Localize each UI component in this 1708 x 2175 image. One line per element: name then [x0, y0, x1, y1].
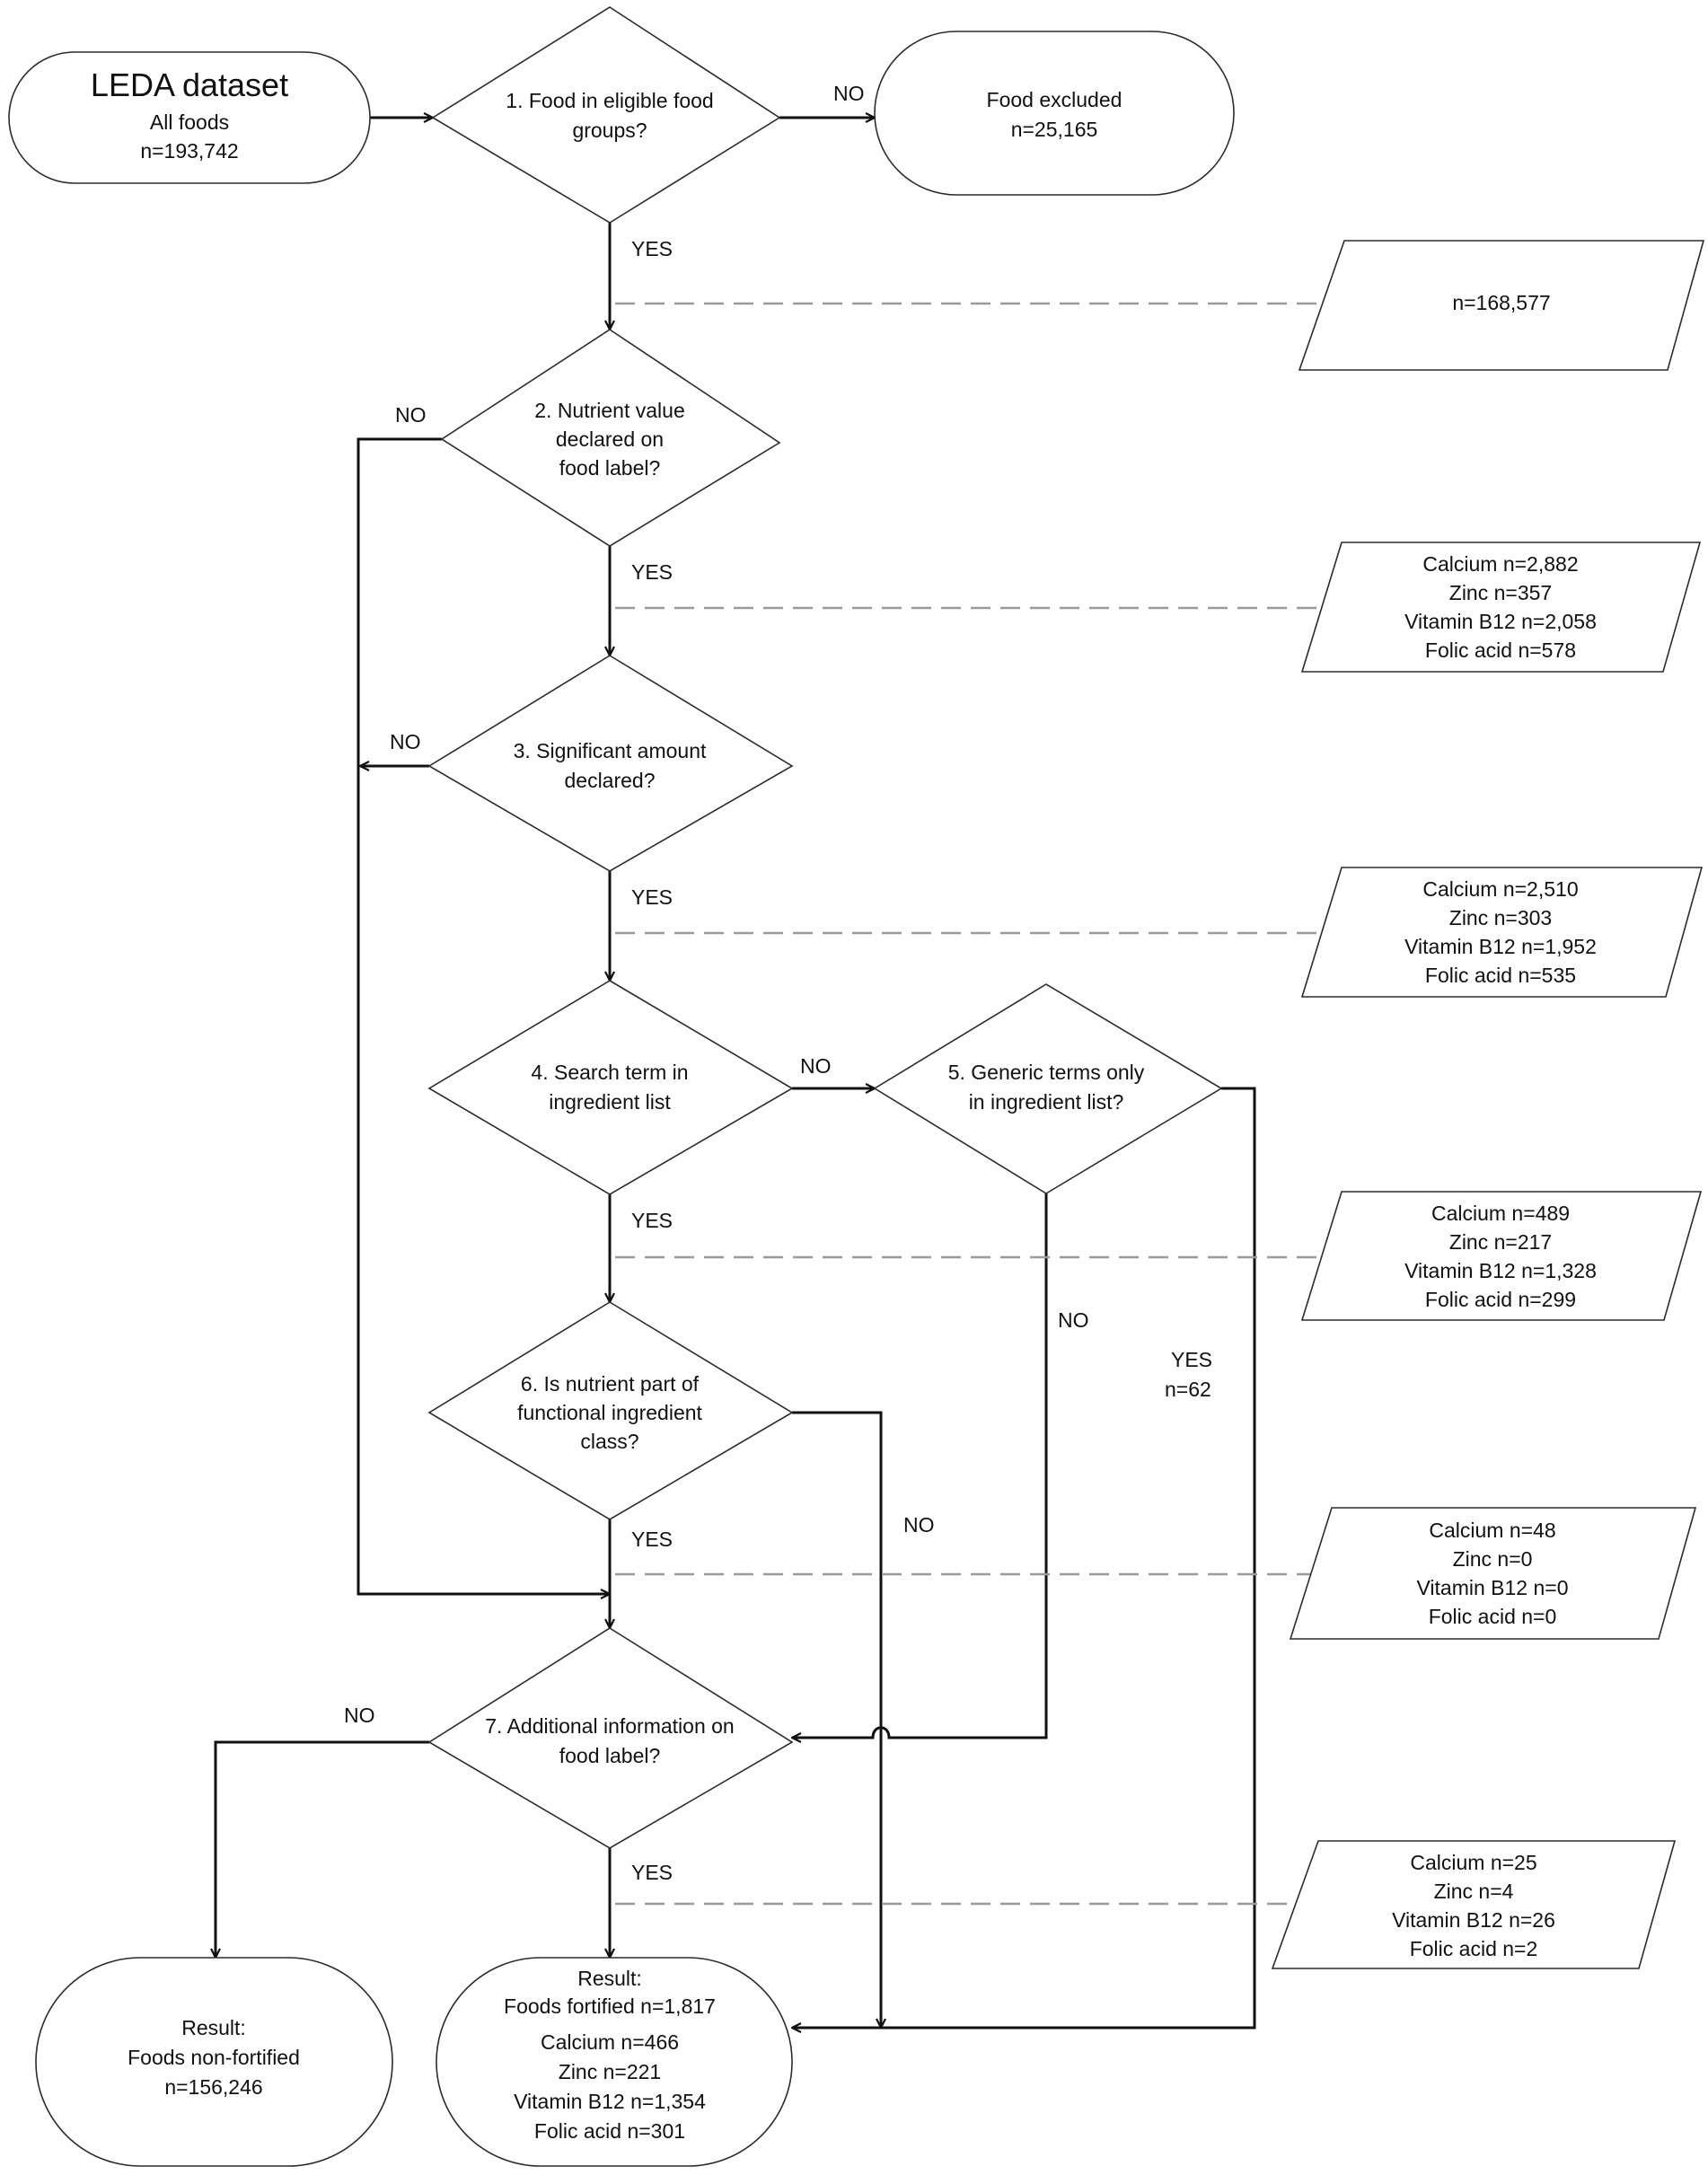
after-q2-zinc: Zinc n=357	[1449, 581, 1552, 604]
decision-q1: 1. Food in eligible food groups?	[431, 6, 781, 224]
decision-q5: 5. Generic terms only in ingredient list…	[873, 983, 1223, 1194]
after-q6-folic-acid: Folic acid n=0	[1429, 1605, 1557, 1628]
q5-line1: 5. Generic terms only	[948, 1061, 1145, 1084]
q7-no-label: NO	[344, 1704, 375, 1727]
after-q7-vitamin-b12: Vitamin B12 n=26	[1392, 1908, 1555, 1932]
q5-line2: in ingredient list?	[969, 1090, 1124, 1114]
q6-line2: functional ingredient	[517, 1401, 702, 1424]
count-box-after-q4: Calcium n=489 Zinc n=217 Vitamin B12 n=1…	[1300, 1191, 1703, 1321]
q6-line1: 6. Is nutrient part of	[521, 1372, 700, 1396]
q2-line3: food label?	[559, 456, 661, 480]
count-box-after-q3: Calcium n=2,510 Zinc n=303 Vitamin B12 n…	[1300, 867, 1704, 998]
after-q3-vitamin-b12: Vitamin B12 n=1,952	[1404, 935, 1597, 958]
q6-line3: class?	[580, 1430, 638, 1453]
after-q4-zinc: Zinc n=217	[1449, 1230, 1552, 1254]
q2-line1: 2. Nutrient value	[534, 399, 684, 422]
decision-q2: 2. Nutrient value declared on food label…	[440, 329, 781, 547]
excluded-line1: Food excluded	[987, 88, 1123, 111]
q3-line2: declared?	[564, 769, 655, 792]
after-q2-folic-acid: Folic acid n=578	[1425, 638, 1576, 662]
decision-q3: 3. Significant amount declared?	[427, 655, 794, 872]
q6-no-label: NO	[903, 1513, 935, 1537]
count-box-after-q2: Calcium n=2,882 Zinc n=357 Vitamin B12 n…	[1300, 542, 1702, 673]
count-after-q1: n=168,577	[1452, 291, 1550, 314]
after-q7-zinc: Zinc n=4	[1434, 1880, 1514, 1903]
decision-q4: 4. Search term in ingredient list	[427, 980, 794, 1195]
q7-line2: food label?	[559, 1744, 661, 1767]
branch-labels: NO YES NO YES NO YES NO YES NO YES n=62 …	[344, 82, 1212, 1884]
count-box-after-q6: Calcium n=48 Zinc n=0 Vitamin B12 n=0 Fo…	[1289, 1507, 1697, 1640]
start-line2: n=193,742	[140, 139, 238, 163]
count-box-after-q1: n=168,577	[1298, 240, 1705, 371]
q7-line1: 7. Additional information on	[485, 1714, 734, 1738]
count-box-after-q7: Calcium n=25 Zinc n=4 Vitamin B12 n=26 F…	[1271, 1840, 1677, 1969]
after-q4-folic-acid: Folic acid n=299	[1425, 1288, 1576, 1311]
after-q3-folic-acid: Folic acid n=535	[1425, 964, 1576, 987]
fortified-folic-acid: Folic acid n=301	[534, 2119, 685, 2143]
after-q7-calcium: Calcium n=25	[1410, 1851, 1536, 1874]
start-terminator: LEDA dataset All foods n=193,742	[8, 51, 371, 184]
fortified-line1: Result:	[577, 1967, 642, 1990]
after-q4-calcium: Calcium n=489	[1431, 1202, 1570, 1225]
q6-yes-label: YES	[631, 1528, 673, 1551]
q1-no-label: NO	[833, 82, 865, 105]
q5-yes-label: YES	[1171, 1348, 1212, 1371]
connectors	[216, 118, 1333, 2028]
nonfortified-line3: n=156,246	[164, 2075, 262, 2099]
after-q6-zinc: Zinc n=0	[1453, 1547, 1533, 1571]
after-q3-zinc: Zinc n=303	[1449, 906, 1552, 929]
q3-yes-label: YES	[631, 885, 673, 909]
q1-line1: 1. Food in eligible food	[506, 89, 713, 112]
q1-line2: groups?	[572, 119, 647, 142]
nonfortified-line1: Result:	[181, 2016, 246, 2039]
q4-no-label: NO	[800, 1054, 832, 1078]
after-q2-calcium: Calcium n=2,882	[1422, 552, 1578, 576]
q4-yes-label: YES	[631, 1209, 673, 1232]
after-q7-folic-acid: Folic acid n=2	[1410, 1937, 1538, 1960]
q3-line1: 3. Significant amount	[514, 739, 707, 762]
after-q6-vitamin-b12: Vitamin B12 n=0	[1417, 1576, 1569, 1599]
fortified-vitamin-b12: Vitamin B12 n=1,354	[514, 2090, 706, 2113]
decision-q7: 7. Additional information on food label?	[427, 1627, 794, 1849]
q5-yes-count: n=62	[1165, 1378, 1211, 1401]
fortified-calcium: Calcium n=466	[541, 2030, 679, 2054]
start-line1: All foods	[150, 110, 229, 134]
after-q4-vitamin-b12: Vitamin B12 n=1,328	[1404, 1259, 1597, 1282]
q4-line2: ingredient list	[549, 1090, 671, 1114]
result-nonfortified: Result: Foods non-fortified n=156,246	[35, 1957, 393, 2167]
q1-yes-label: YES	[631, 237, 673, 260]
q5-no-label: NO	[1058, 1308, 1089, 1332]
decision-q6: 6. Is nutrient part of functional ingred…	[427, 1301, 794, 1520]
q2-yes-label: YES	[631, 560, 673, 584]
result-fortified: Result: Foods fortified n=1,817 Calcium …	[436, 1957, 793, 2167]
q2-line2: declared on	[556, 427, 664, 451]
q4-line1: 4. Search term in	[531, 1061, 688, 1084]
fortified-zinc: Zinc n=221	[559, 2060, 661, 2083]
q2-no-label: NO	[395, 403, 427, 427]
excluded-line2: n=25,165	[1011, 118, 1098, 141]
fortified-line2: Foods fortified n=1,817	[504, 1994, 716, 2018]
after-q3-calcium: Calcium n=2,510	[1422, 877, 1578, 901]
nonfortified-line2: Foods non-fortified	[128, 2046, 300, 2069]
start-title: LEDA dataset	[91, 66, 288, 103]
q3-no-label: NO	[390, 730, 421, 753]
after-q2-vitamin-b12: Vitamin B12 n=2,058	[1404, 610, 1597, 633]
after-q6-calcium: Calcium n=48	[1429, 1519, 1555, 1542]
excluded-terminator: Food excluded n=25,165	[874, 31, 1235, 196]
q7-yes-label: YES	[631, 1861, 673, 1884]
